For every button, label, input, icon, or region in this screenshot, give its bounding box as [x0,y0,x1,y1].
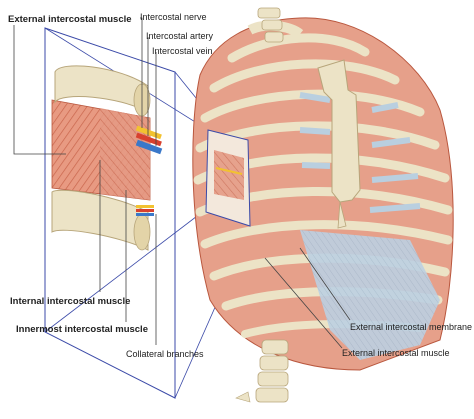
intercostal-membrane-region [300,230,440,360]
vein-bundle [135,139,163,155]
window-muscle [214,150,244,200]
rib-cross-section [133,213,151,251]
thorax [192,7,454,403]
label-innermost-intercostal-muscle: Innermost intercostal muscle [16,324,148,335]
sternum [317,59,361,203]
artery-bundle [135,132,162,147]
label-intercostal-nerve: Intercostal nerve [140,12,207,22]
label-external-intercostal-membrane: External intercostal membrane [350,322,473,332]
vertebral-column-bottom [235,339,289,403]
label-external-intercostal-muscle-top: External intercostal muscle [8,14,132,25]
label-intercostal-vein: Intercostal vein [152,46,213,56]
label-external-intercostal-muscle-bottom: External intercostal muscle [342,348,450,358]
inset-internal-muscle [100,108,150,200]
collateral-nerve [136,205,154,208]
vertebral-column-top [257,7,284,43]
nerve-bundle [135,125,162,140]
collateral-artery [136,209,154,212]
label-internal-intercostal-muscle: Internal intercostal muscle [10,296,131,307]
collateral-vein [136,213,154,216]
xiphoid-process [337,201,347,229]
leader-lines [13,17,351,349]
window-nerve [215,167,243,175]
membrane-bands [299,92,421,213]
connector-line [44,209,206,333]
label-intercostal-artery: Intercostal artery [146,31,214,41]
label-collateral-branches: Collateral branches [126,349,204,359]
